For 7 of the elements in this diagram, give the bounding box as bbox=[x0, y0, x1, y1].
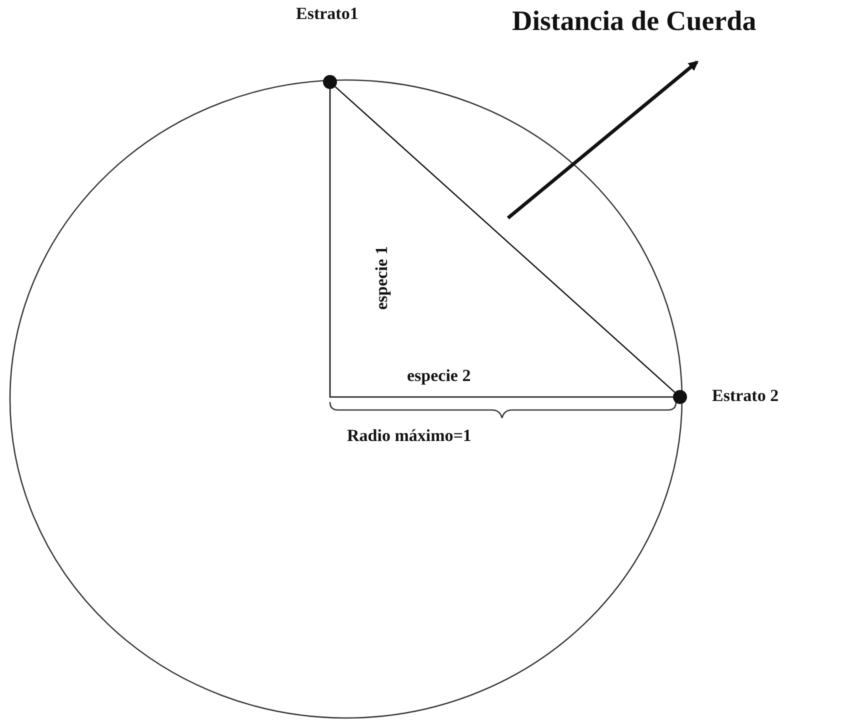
axis-label: especie 1 bbox=[372, 246, 392, 310]
title-text: Distancia de Cuerda bbox=[512, 6, 756, 38]
point-label: Estrato1 bbox=[296, 4, 358, 24]
point-label: Estrato 2 bbox=[712, 386, 779, 406]
axis-label: especie 2 bbox=[407, 366, 471, 386]
arrow bbox=[506, 60, 699, 220]
dimension-label: Radio máximo=1 bbox=[347, 426, 472, 446]
